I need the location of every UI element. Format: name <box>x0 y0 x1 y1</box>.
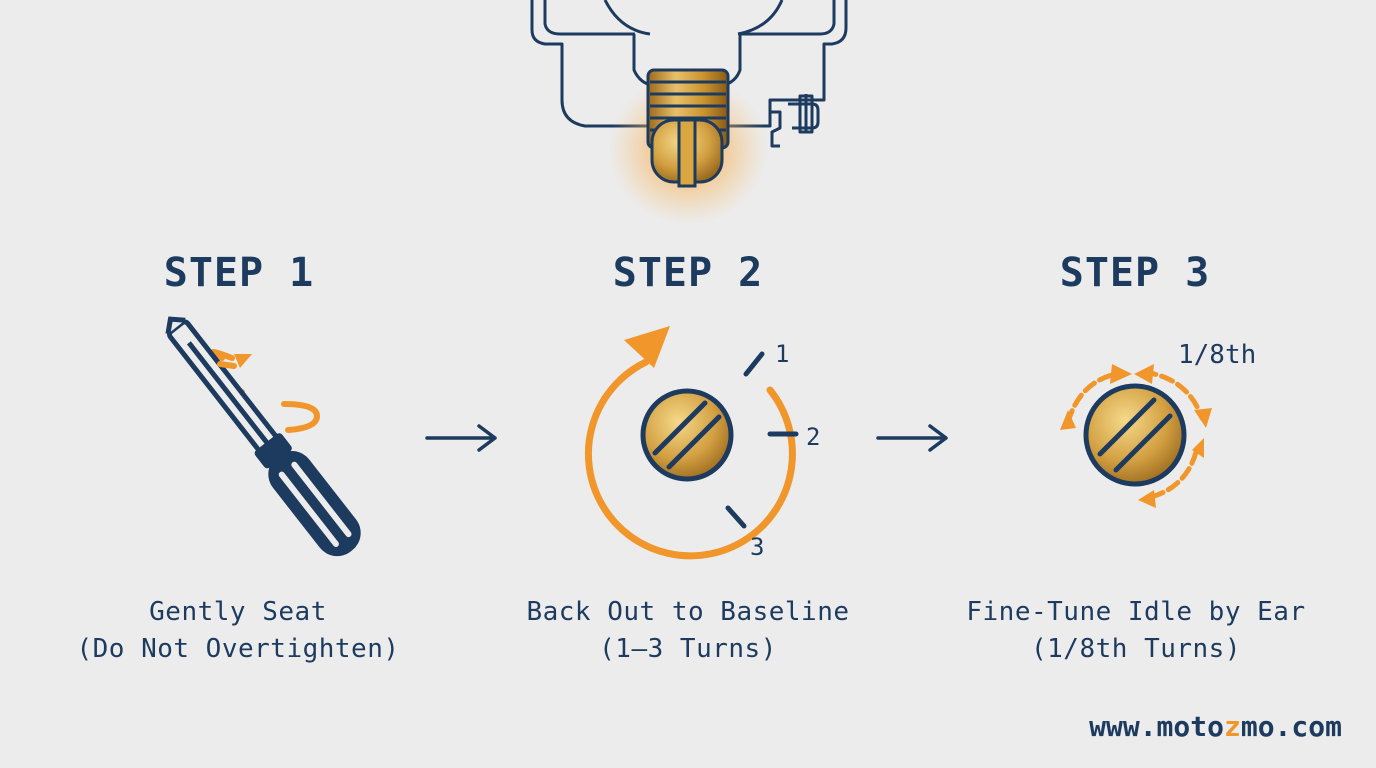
step-1-title: STEP 1 <box>163 250 315 296</box>
screw-head-icon <box>640 388 734 482</box>
rotation-arrow-icon <box>584 326 799 560</box>
turn-mark-3: 3 <box>750 533 765 561</box>
step-1-caption-line-2: (Do Not Overtighten) <box>76 634 400 664</box>
step-3-title: STEP 3 <box>1059 250 1211 296</box>
fine-turn-label: 1/8th <box>1178 340 1257 370</box>
website-url[interactable]: www.motozmo.com <box>1089 710 1342 743</box>
right-arrow-icon <box>425 424 497 452</box>
step-2-caption-line-2: (1–3 Turns) <box>599 634 777 664</box>
step-3-caption-line-2: (1/8th Turns) <box>1031 634 1241 664</box>
carburetor-icon <box>530 0 848 225</box>
step-3-caption: Fine-Tune Idle by Ear (1/8th Turns) <box>916 594 1356 668</box>
url-suffix: mo.com <box>1240 710 1342 743</box>
step-2-title: STEP 2 <box>612 250 764 296</box>
url-highlight: z <box>1223 710 1241 743</box>
fine-tune-arrows-icon <box>1060 364 1212 508</box>
screwdriver-icon <box>165 316 361 557</box>
step-3-caption-line-1: Fine-Tune Idle by Ear <box>966 597 1306 627</box>
step-2-caption: Back Out to Baseline (1–3 Turns) <box>468 594 908 668</box>
right-arrow-icon <box>876 424 948 452</box>
turn-mark-1: 1 <box>775 340 790 368</box>
screw-head-icon <box>1083 383 1187 487</box>
turn-mark-2: 2 <box>806 423 821 451</box>
step-2-caption-line-1: Back Out to Baseline <box>526 597 850 627</box>
step-1-caption: Gently Seat (Do Not Overtighten) <box>18 594 458 668</box>
url-prefix: www.moto <box>1089 710 1224 743</box>
step-1-caption-line-1: Gently Seat <box>149 597 327 627</box>
